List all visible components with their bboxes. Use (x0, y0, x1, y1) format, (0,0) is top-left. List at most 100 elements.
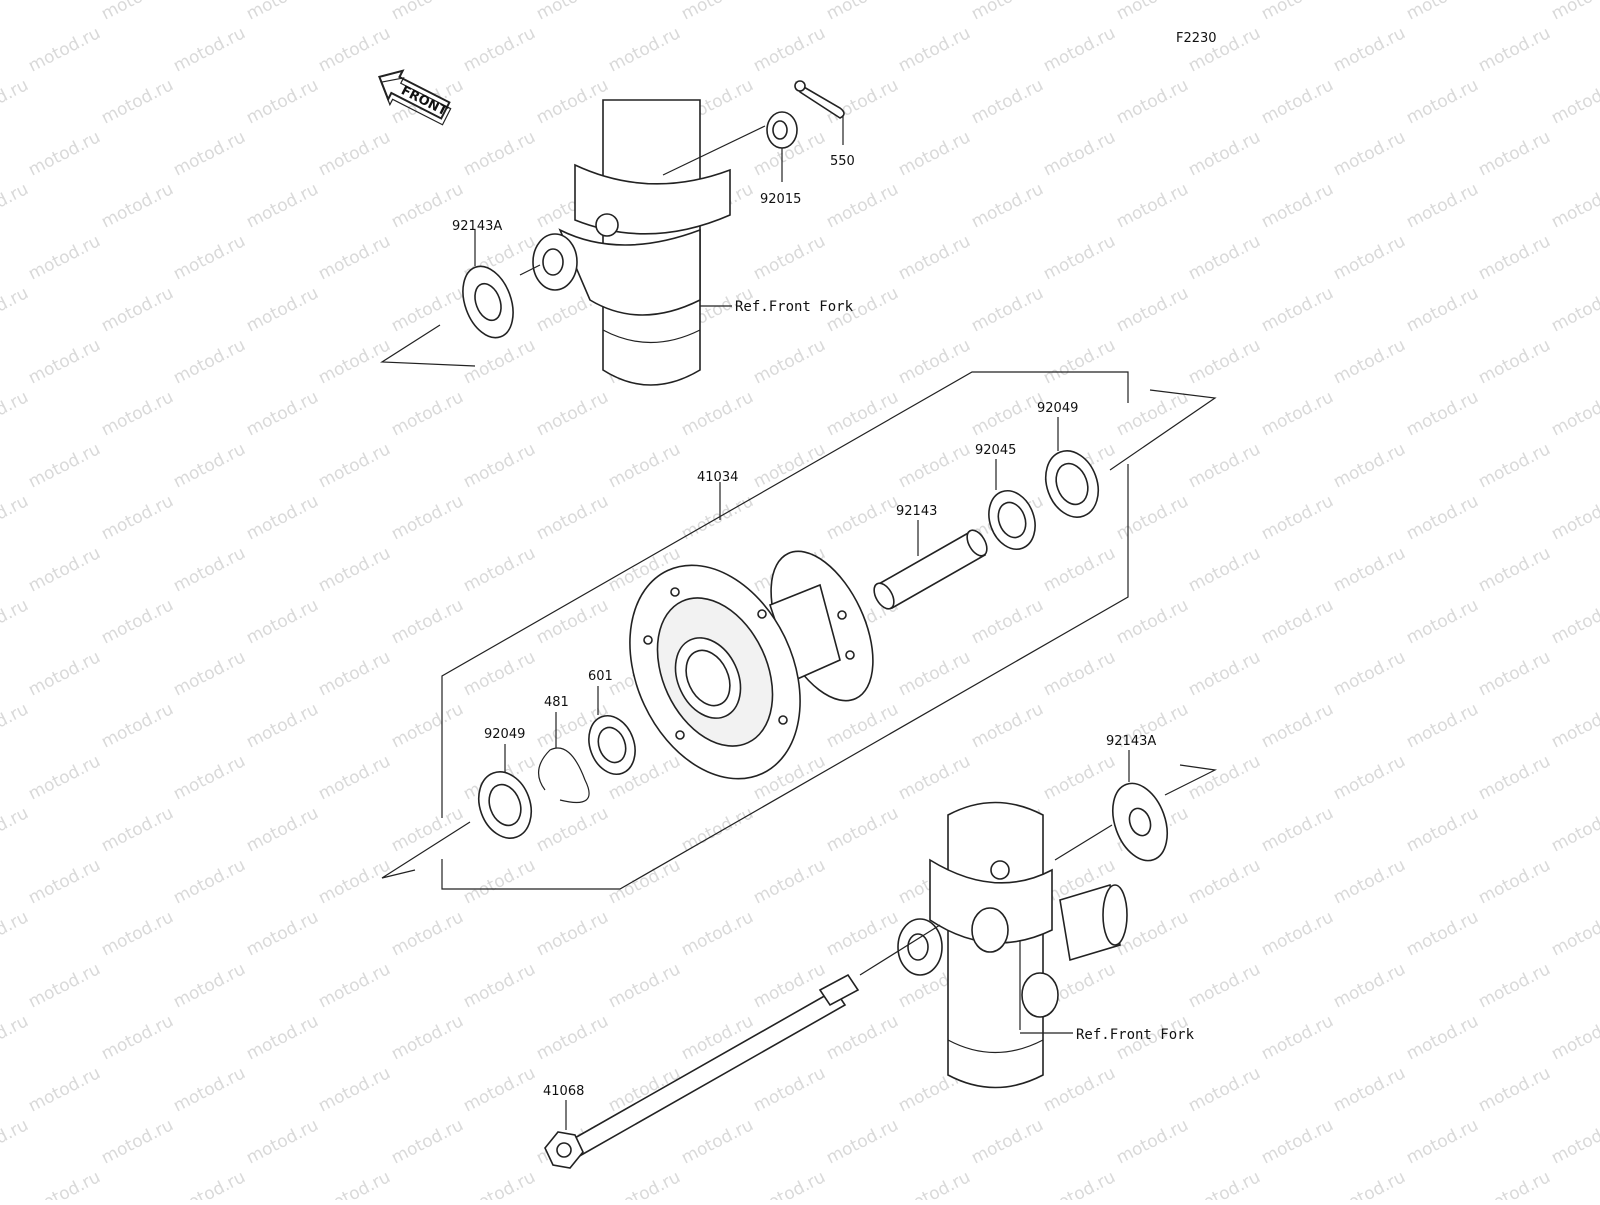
watermark-text: motod.ru (533, 907, 612, 960)
part-92143-spacer[interactable] (870, 520, 991, 612)
watermark-text: motod.ru (388, 491, 467, 544)
watermark-text: motod.ru (1330, 1063, 1409, 1116)
label-92143: 92143 (896, 504, 937, 519)
watermark-text: motod.ru (170, 959, 249, 1012)
watermark-text: motod.ru (1403, 1115, 1482, 1168)
watermark-text: motod.ru (388, 1011, 467, 1064)
label-92049-left: 92049 (484, 727, 525, 742)
watermark-text: motod.ru (0, 699, 32, 752)
watermark-text: motod.ru (1113, 283, 1192, 336)
watermark-text: motod.ru (1403, 803, 1482, 856)
part-41034-hub[interactable] (597, 536, 894, 807)
watermark-text: motod.ru (243, 1115, 322, 1168)
watermark-text: motod.ru (750, 1167, 829, 1200)
watermark-text: motod.ru (1475, 855, 1554, 908)
part-92143A-bottom-collar[interactable] (1103, 750, 1177, 868)
watermark-text: motod.ru (25, 23, 104, 76)
label-ref-fork-top: Ref.Front Fork (735, 299, 854, 315)
diagram-code: F2230 (1176, 31, 1217, 46)
watermark-text: motod.ru (1258, 283, 1337, 336)
watermark-text: motod.ru (170, 335, 249, 388)
watermark-text: motod.ru (1113, 75, 1192, 128)
label-41068: 41068 (543, 1084, 584, 1099)
watermark-text: motod.ru (98, 1011, 177, 1064)
front-fork-bottom (859, 801, 1128, 1089)
watermark-text: motod.ru (1113, 179, 1192, 232)
watermark-text: motod.ru (0, 907, 32, 960)
watermark-text: motod.ru (315, 543, 394, 596)
watermark-text: motod.ru (1548, 179, 1600, 232)
watermark-text: motod.ru (98, 387, 177, 440)
watermark-text: motod.ru (605, 959, 684, 1012)
part-550-cotter-pin[interactable] (794, 80, 845, 145)
watermark-text: motod.ru (895, 751, 974, 804)
watermark-text: motod.ru (1548, 1115, 1600, 1168)
watermark-text: motod.ru (1258, 595, 1337, 648)
watermark-text: motod.ru (460, 1063, 539, 1116)
watermark-text: motod.ru (1040, 127, 1119, 180)
watermark-text: motod.ru (1548, 283, 1600, 336)
watermark-text: motod.ru (460, 959, 539, 1012)
watermark-text: motod.ru (750, 855, 829, 908)
watermark-text: motod.ru (823, 803, 902, 856)
watermark-text: motod.ru (1403, 491, 1482, 544)
watermark-text: motod.ru (1258, 907, 1337, 960)
front-fork-top (519, 99, 766, 386)
watermark-text: motod.ru (1403, 0, 1482, 24)
watermark-text: motod.ru (0, 595, 32, 648)
watermark-text: motod.ru (1330, 855, 1409, 908)
part-481-circlip[interactable] (538, 712, 590, 804)
watermark-text: motod.ru (170, 23, 249, 76)
watermark-text: motod.ru (823, 907, 902, 960)
watermark-text: motod.ru (243, 179, 322, 232)
watermark-text: motod.ru (823, 491, 902, 544)
watermark-text: motod.ru (1330, 335, 1409, 388)
watermark-text: motod.ru (823, 0, 902, 24)
label-92015: 92015 (760, 192, 801, 207)
part-601-bearing[interactable] (581, 686, 643, 781)
watermark-text: motod.ru (25, 231, 104, 284)
watermark-text: motod.ru (243, 1011, 322, 1064)
watermark-text: motod.ru (170, 543, 249, 596)
watermark-text: motod.ru (750, 439, 829, 492)
watermark-text: motod.ru (388, 387, 467, 440)
watermark-text: motod.ru (823, 179, 902, 232)
part-92143A-top-collar[interactable] (454, 230, 523, 345)
watermark-text: motod.ru (1475, 543, 1554, 596)
watermark-text: motod.ru (678, 907, 757, 960)
watermark-text: motod.ru (968, 595, 1047, 648)
watermark-text: motod.ru (98, 491, 177, 544)
watermark-text: motod.ru (823, 387, 902, 440)
watermark-text: motod.ru (170, 751, 249, 804)
watermark-text: motod.ru (678, 0, 757, 24)
watermark-text: motod.ru (388, 283, 467, 336)
watermark-text: motod.ru (1330, 439, 1409, 492)
watermark-text: motod.ru (0, 0, 32, 24)
watermark-text: motod.ru (533, 387, 612, 440)
watermark-text: motod.ru (1475, 751, 1554, 804)
part-92049-seal-right[interactable] (1037, 417, 1107, 525)
part-92049-seal-left[interactable] (470, 744, 540, 846)
watermark-text: motod.ru (460, 23, 539, 76)
watermark-text: motod.ru (895, 439, 974, 492)
part-41068-axle[interactable] (544, 973, 860, 1169)
watermark-text: motod.ru (1330, 751, 1409, 804)
label-92143A-bottom: 92143A (1106, 734, 1156, 749)
watermark-text: motod.ru (25, 1167, 104, 1200)
hub-assembly-bracket-lower (441, 464, 1129, 890)
watermark-text: motod.ru (823, 75, 902, 128)
watermark-text: motod.ru (968, 0, 1047, 24)
part-92015-nut[interactable] (766, 111, 798, 182)
watermark-text: motod.ru (1330, 231, 1409, 284)
part-92045-bearing[interactable] (981, 459, 1043, 556)
watermark-text: motod.ru (533, 0, 612, 24)
watermark-text: motod.ru (243, 803, 322, 856)
watermark-text: motod.ru (1548, 1011, 1600, 1064)
watermark-text: motod.ru (823, 1011, 902, 1064)
watermark-text: motod.ru (1040, 335, 1119, 388)
watermark-text: motod.ru (1258, 75, 1337, 128)
watermark-text: motod.ru (98, 283, 177, 336)
watermark-text: motod.ru (1185, 543, 1264, 596)
watermark-text: motod.ru (1475, 23, 1554, 76)
watermark-text: motod.ru (25, 751, 104, 804)
